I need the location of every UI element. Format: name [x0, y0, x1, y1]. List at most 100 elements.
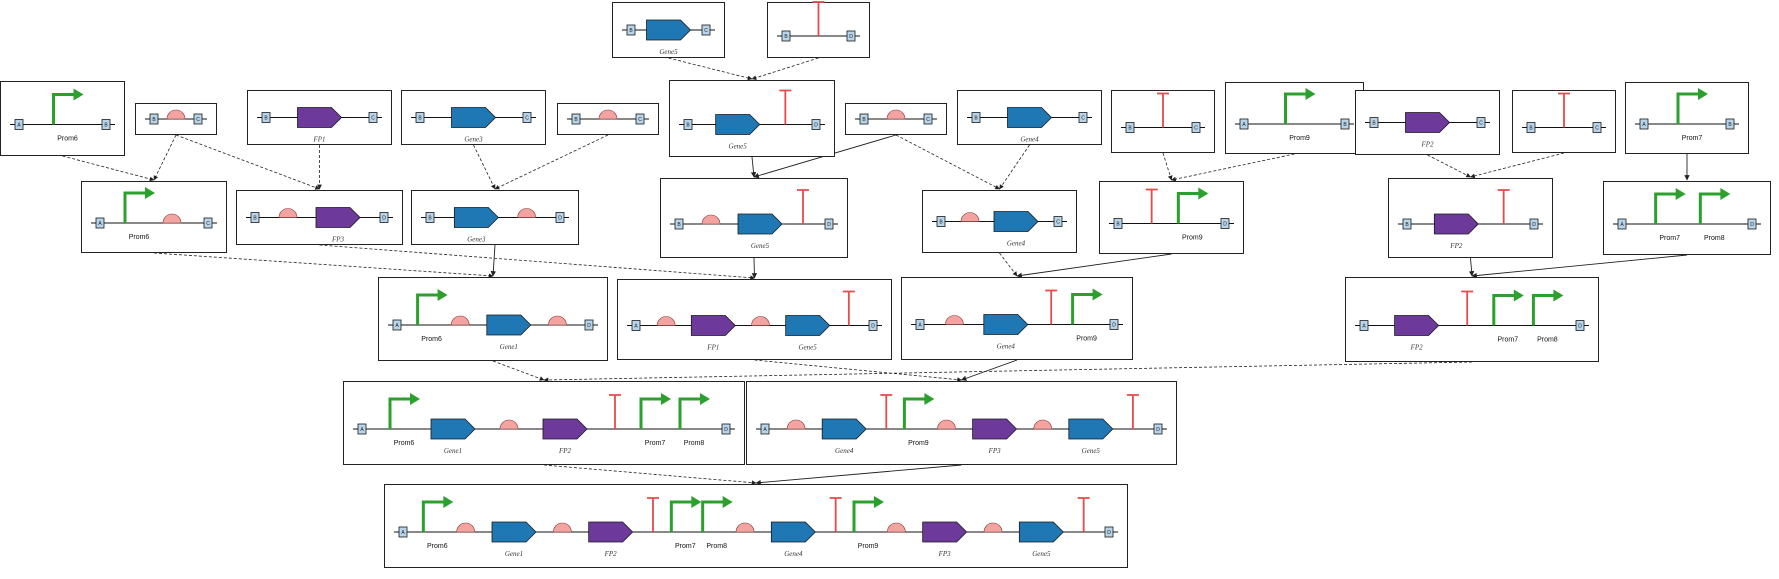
- promoter-arrow-icon: [852, 500, 876, 532]
- cds-arrow-icon: [983, 314, 1029, 335]
- label-prom9: Prom9: [858, 543, 879, 550]
- edge-p_rbs_c-to-p_rbs_gene4: [895, 134, 1000, 190]
- panel-frame: [1345, 277, 1599, 362]
- scar-box-icon: [936, 216, 946, 227]
- edge-p_gene5_term-to-p_rbs_gene5_term: [750, 156, 757, 178]
- label-fp3: FP3: [988, 447, 1002, 455]
- terminator-t-icon: [647, 497, 659, 532]
- label-gene3: Gene3: [464, 136, 483, 144]
- scar-box-icon: [379, 212, 389, 223]
- scar-box-icon: [1053, 216, 1063, 227]
- label-prom7: Prom7: [645, 440, 666, 447]
- scar-letter: A: [1242, 122, 1246, 128]
- scar-box-icon: [571, 113, 581, 125]
- promoter-arrow-icon: [421, 500, 446, 532]
- scar-box-icon: [1340, 118, 1350, 130]
- label-prom9: Prom9: [1182, 235, 1203, 242]
- scar-box-icon: [149, 113, 159, 125]
- cds-arrow-icon: [737, 213, 783, 235]
- scar-letter: B: [418, 115, 422, 121]
- terminator-t-icon: [1497, 189, 1510, 224]
- cds-arrow-icon: [1433, 213, 1479, 235]
- label-fp1: FP1: [312, 136, 325, 144]
- cds-arrow-icon: [588, 521, 634, 543]
- label-prom8: Prom8: [1537, 337, 1558, 344]
- scar-letter: B: [939, 219, 943, 225]
- edge-p_rbs_b-to-p_gene3_rbs: [494, 134, 609, 190]
- scar-letter: C: [704, 28, 708, 34]
- label-gene4: Gene4: [784, 550, 803, 558]
- scar-box-icon: [1125, 122, 1135, 133]
- promoter-arrowhead-icon: [1513, 289, 1524, 302]
- scar-letter: D: [1107, 530, 1111, 536]
- scar-box-icon: [368, 112, 378, 123]
- promoter-arrowhead-icon: [145, 187, 155, 199]
- scar-letter: B: [428, 215, 432, 221]
- scar-box-icon: [392, 319, 402, 331]
- scar-box-icon: [1526, 122, 1536, 133]
- scar-letter: B: [862, 117, 866, 123]
- promoter-arrow-icon: [1284, 92, 1308, 124]
- label-prom6: Prom6: [421, 336, 442, 343]
- promoter-arrowhead-icon: [874, 496, 884, 508]
- promoter-arrow-icon: [1654, 192, 1678, 224]
- scar-letter: C: [371, 115, 375, 121]
- edge-p_l2_d-to-p_l3_a: [543, 361, 1473, 383]
- terminator-t-icon: [1145, 188, 1158, 224]
- scar-letter: A: [918, 322, 922, 328]
- scar-box-icon: [1592, 122, 1602, 133]
- scar-letter: D: [1578, 323, 1582, 329]
- edge-p_term_b-to-p_term_prom9: [1162, 152, 1173, 181]
- scar-box-icon: [1617, 218, 1627, 230]
- promoter-arrowhead-icon: [924, 393, 935, 405]
- scar-box-icon: [868, 320, 878, 331]
- edge-p_prom9_a-to-p_term_prom9: [1171, 153, 1295, 182]
- promoter-arrowhead-icon: [410, 393, 420, 405]
- label-fp2: FP2: [1420, 141, 1434, 149]
- scar-box-icon: [1191, 122, 1201, 133]
- scar-box-icon: [631, 320, 641, 331]
- scar-box-icon: [915, 319, 925, 330]
- scar-box-icon: [1725, 118, 1735, 130]
- label-prom9: Prom9: [1289, 135, 1310, 142]
- edge-p_term_top-to-p_gene5_term: [751, 57, 819, 80]
- terminator-t-icon: [829, 497, 842, 532]
- edge-p_term_prom9-to-p_l2_c: [1016, 253, 1172, 278]
- edge-p_l2_c-to-p_l3_b: [960, 359, 1018, 381]
- promoter-arrow-icon: [1676, 92, 1700, 124]
- scar-letter: B: [974, 115, 978, 121]
- cds-arrow-icon: [453, 207, 499, 228]
- scar-letter: B: [104, 122, 108, 128]
- promoter-arrow-icon: [1492, 294, 1516, 326]
- scar-letter: D: [587, 323, 591, 329]
- promoter-arrowhead-icon: [700, 393, 710, 405]
- rbs-semicircle-icon: [701, 214, 721, 225]
- label-gene4: Gene4: [1007, 240, 1026, 248]
- scar-box-icon: [1476, 117, 1486, 128]
- label-prom8: Prom8: [1704, 235, 1725, 242]
- edge-p_gene4_a-to-p_rbs_gene4: [999, 144, 1030, 190]
- rbs-semicircle-icon: [548, 315, 567, 326]
- terminator-t-icon: [779, 89, 792, 125]
- cds-arrow-icon: [993, 211, 1039, 232]
- promoter-arrow-icon: [639, 397, 663, 429]
- terminator-t-icon: [812, 1, 825, 36]
- cds-arrow-icon: [1018, 521, 1064, 543]
- promoter-arrow-icon: [1531, 294, 1556, 326]
- terminator-t-icon: [609, 394, 621, 429]
- scar-letter: B: [784, 34, 788, 40]
- scar-box-icon: [193, 113, 203, 125]
- scar-box-icon: [1109, 319, 1119, 330]
- scar-box-icon: [721, 423, 731, 435]
- label-prom7: Prom7: [1659, 235, 1680, 242]
- label-prom7: Prom7: [1682, 135, 1703, 142]
- promoter-arrowhead-icon: [1198, 187, 1209, 200]
